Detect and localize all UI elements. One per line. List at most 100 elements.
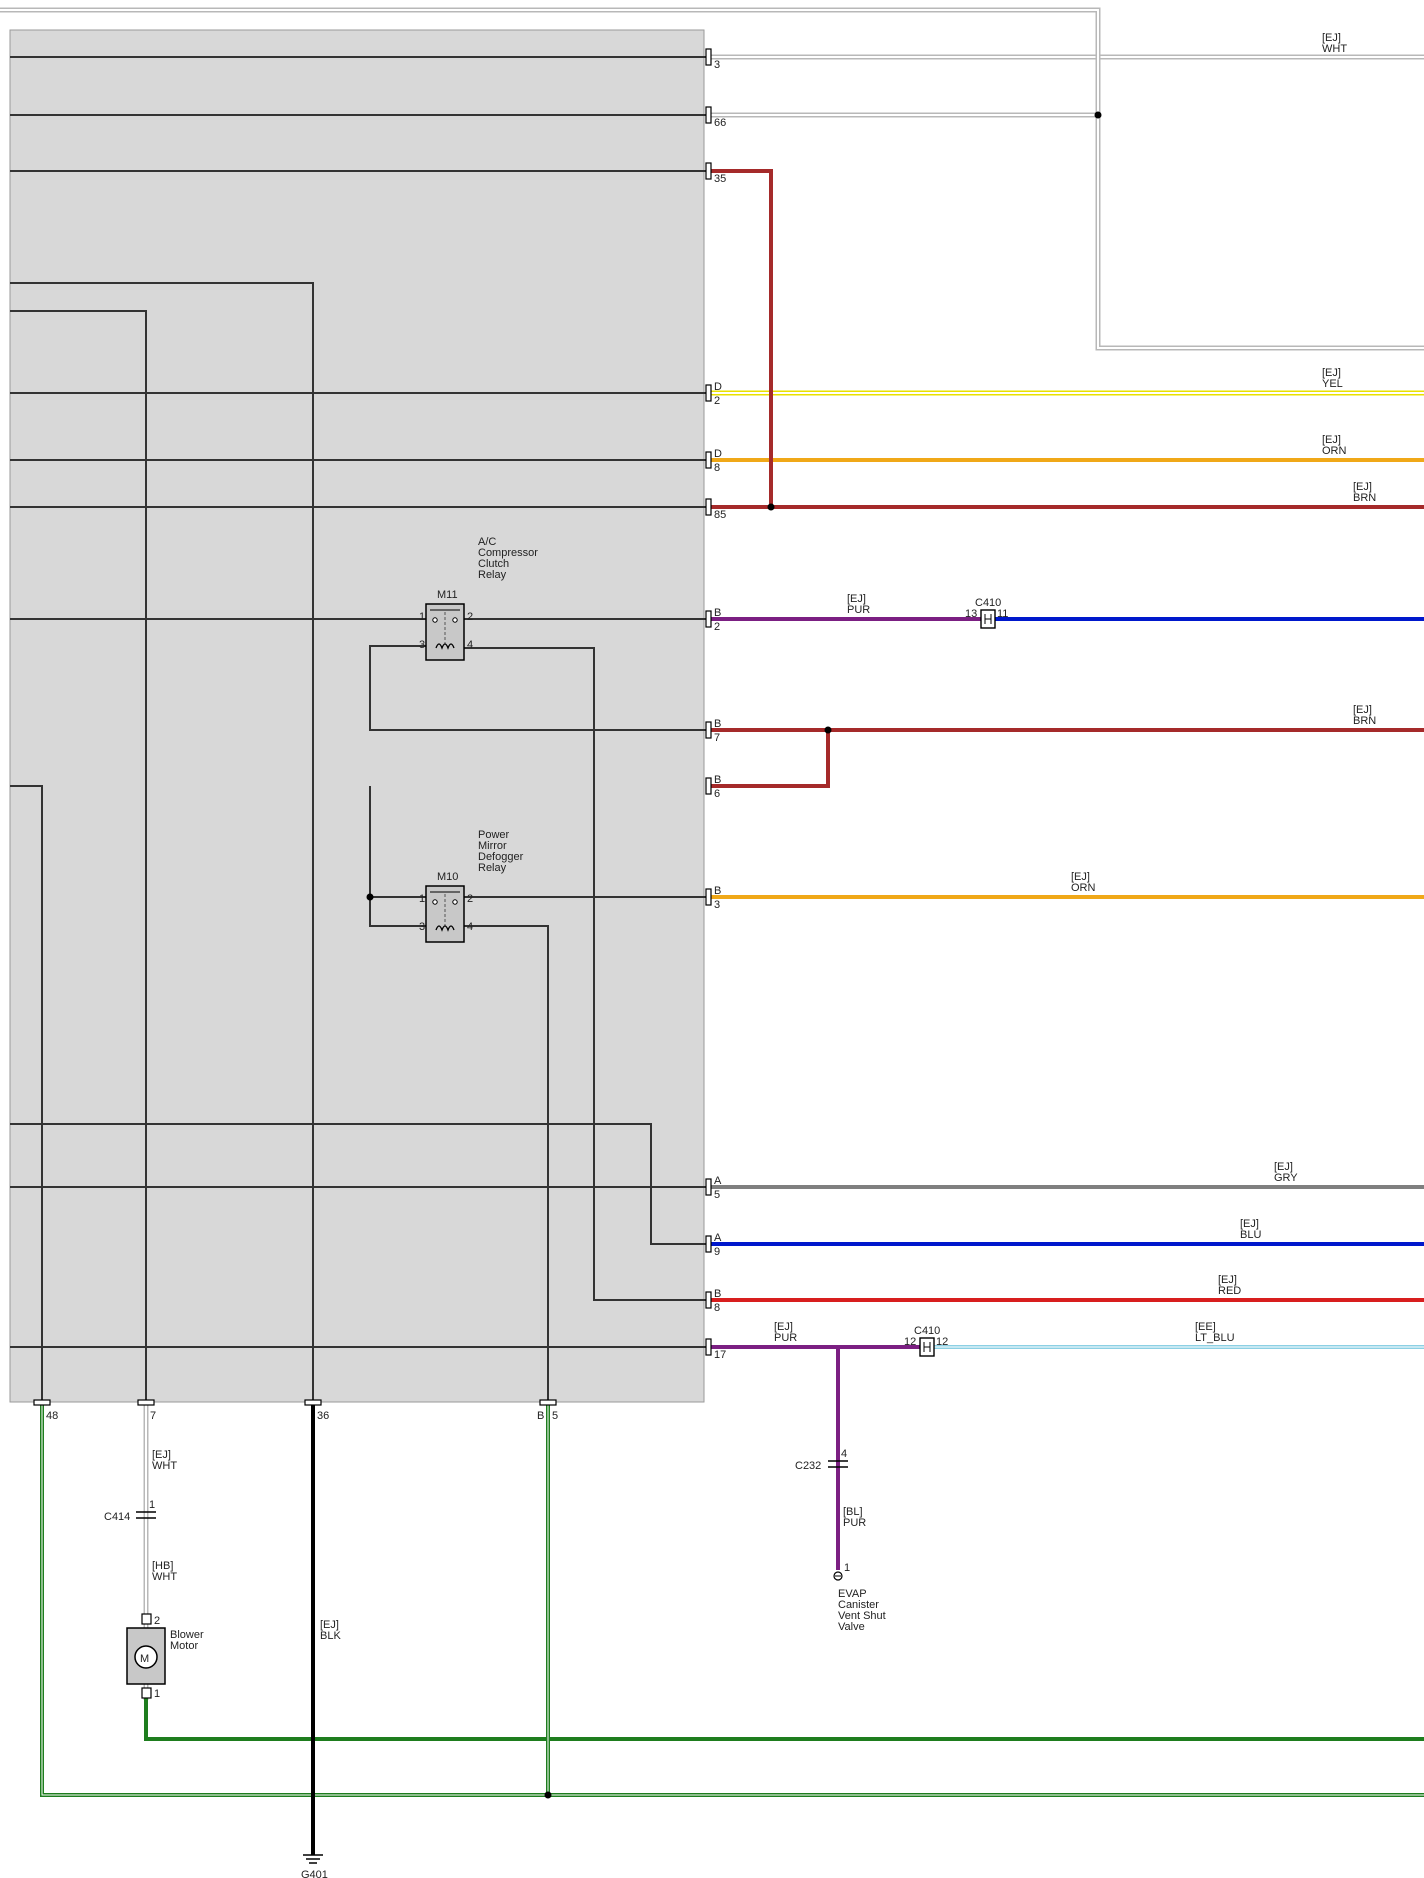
- wire-label-color-l-brn2: BRN: [1353, 715, 1376, 727]
- wire-wht-riser: [1095, 57, 1424, 351]
- junction-dot-brn-85: [767, 503, 775, 511]
- blower-title-0: Blower: [170, 1629, 204, 1641]
- pin-prefix-pA9: A: [714, 1232, 722, 1244]
- wire-brn-b6: [707, 730, 830, 788]
- relay-title-m11-3: Relay: [478, 569, 507, 581]
- wire-label-circuit-l-blu: [EJ]: [1240, 1218, 1259, 1230]
- wire-label-color-l-pur2: PUR: [774, 1332, 797, 1344]
- relay-pin1-m11: 1: [419, 611, 425, 623]
- pin-tab-pB2: [705, 610, 712, 628]
- pin-number-pD8: 8: [714, 462, 720, 474]
- relay-contact-m10-b: [452, 899, 458, 905]
- wire-label-circuit-l-blk: [EJ]: [320, 1619, 339, 1631]
- relay-pin2-m10: 2: [467, 893, 473, 905]
- relay-title-m10-1: Mirror: [478, 840, 507, 852]
- pin-tab-p85: [705, 498, 712, 516]
- pin-tab-pB3: [705, 888, 712, 906]
- wire-label-circuit-l-red: [EJ]: [1218, 1274, 1237, 1286]
- pin-tab-pA9: [705, 1235, 712, 1253]
- internal-wire-7: [10, 310, 147, 1403]
- pin-tab-p17: [705, 1338, 712, 1356]
- connector-icon-c232: [828, 1460, 848, 1468]
- pin-prefix-pB7: B: [714, 718, 721, 730]
- connector-icon-c410_top: [984, 614, 992, 624]
- pin-prefix-bB5: B: [537, 1410, 544, 1422]
- pin-number-pB3: 3: [714, 899, 720, 911]
- pin-number-b36: 36: [317, 1410, 329, 1422]
- evap-title-0: EVAP: [838, 1588, 867, 1600]
- wire-label-color-l-gry: GRY: [1274, 1172, 1298, 1184]
- junction-dot-m10: [366, 893, 374, 901]
- connector-pin-c232: 4: [841, 1448, 847, 1460]
- connector-name-c232: C232: [795, 1460, 821, 1472]
- relay-id-m11: M11: [437, 589, 458, 601]
- wire-grn-blower-ground: [144, 1690, 1424, 1741]
- pin-prefix-pD8: D: [714, 448, 722, 460]
- relay-title-m11-1: Compressor: [478, 547, 538, 559]
- relay-title-m11-2: Clutch: [478, 558, 509, 570]
- internal-wire-b8: [463, 647, 707, 1301]
- wire-label-color-l-pur: PUR: [847, 604, 870, 616]
- pin-tab-pB7: [705, 721, 712, 739]
- relay-pin2-m11: 2: [467, 611, 473, 623]
- wire-label-circuit-l-wht: [EJ]: [1322, 32, 1341, 44]
- connector-name-c414: C414: [104, 1511, 130, 1523]
- evap-title-2: Vent Shut: [838, 1610, 886, 1622]
- pin-prefix-pB8: B: [714, 1288, 721, 1300]
- pin-number-pB7: 7: [714, 732, 720, 744]
- relay-pin3-m11: 3: [419, 639, 425, 651]
- pin-prefix-pB6: B: [714, 774, 721, 786]
- wire-label-circuit-l-pur3: [BL]: [843, 1506, 863, 1518]
- pin-tab-pD2: [705, 384, 712, 402]
- wire-label-circuit-l-wht2: [EJ]: [152, 1449, 171, 1461]
- pin-tab-p66: [705, 106, 712, 124]
- pin-prefix-pA5: A: [714, 1175, 722, 1187]
- relay-id-m10: M10: [437, 871, 458, 883]
- relay-pin4-m11: 4: [467, 639, 473, 651]
- wire-brn-35: [707, 169, 773, 507]
- blower-pin-top-tab: [141, 1613, 152, 1625]
- pin-number-pB2: 2: [714, 621, 720, 633]
- pin-number-p17: 17: [714, 1349, 726, 1361]
- relay-pin1-m10: 1: [419, 893, 425, 905]
- internal-wire-m10-coil-in: [369, 786, 436, 927]
- pin-number-pB6: 6: [714, 788, 720, 800]
- ground-label-g401: G401: [301, 1869, 328, 1878]
- wire-label-circuit-l-pur: [EJ]: [847, 593, 866, 605]
- pin-tab-pB8: [705, 1291, 712, 1309]
- pin-number-b48: 48: [46, 1410, 58, 1422]
- relay-coil-icon-m10: [435, 925, 455, 932]
- internal-wire-relay-m11-coil: [369, 645, 707, 731]
- wire-label-circuit-l-orn: [EJ]: [1322, 434, 1341, 446]
- blower-pin-bottom: 1: [154, 1688, 160, 1700]
- wire-wht-riser-core: [1097, 57, 1424, 349]
- pin-number-pA9: 9: [714, 1246, 720, 1258]
- relay-title-m10-0: Power: [478, 829, 510, 841]
- blower-pin-bottom-tab: [141, 1687, 152, 1699]
- connector-pin-left-c410_bottom: 12: [904, 1336, 916, 1348]
- connector-name-c410_bottom: C410: [914, 1325, 940, 1337]
- relay-title-m10-2: Defogger: [478, 851, 524, 863]
- internal-wire-b5: [463, 925, 549, 1403]
- wire-grn-48: [40, 1405, 1424, 1797]
- internal-wire-48: [10, 785, 43, 1403]
- connector-pin-left-c410_top: 13: [965, 608, 977, 620]
- pin-prefix-pB2: B: [714, 607, 721, 619]
- relay-pin3-m10: 3: [419, 921, 425, 933]
- wire-label-circuit-l-wht3: [HB]: [152, 1560, 173, 1572]
- pin-tab-pA5: [705, 1178, 712, 1196]
- control-module-box: [9, 29, 705, 1403]
- evap-title-1: Canister: [838, 1599, 879, 1611]
- pin-tab-pD8: [705, 451, 712, 469]
- wire-label-color-l-blk: BLK: [320, 1630, 341, 1642]
- pin-tab-bB5: [539, 1399, 557, 1406]
- wire-label-color-l-wht3: WHT: [152, 1571, 177, 1583]
- blower-pin-top: 2: [154, 1615, 160, 1627]
- pin-prefix-pB3: B: [714, 885, 721, 897]
- motor-icon: [134, 1645, 158, 1669]
- relay-pin4-m10: 4: [467, 921, 473, 933]
- wire-label-color-l-yel: YEL: [1322, 378, 1343, 390]
- relay-title-m11-0: A/C: [478, 536, 496, 548]
- relay-coil-icon-m11: [435, 643, 455, 650]
- wire-label-circuit-l-pur2: [EJ]: [774, 1321, 793, 1333]
